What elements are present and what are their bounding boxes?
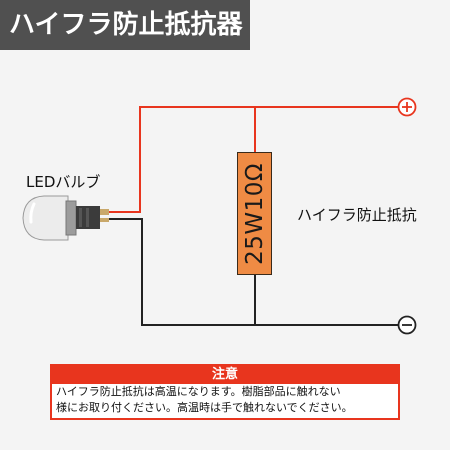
resistor: 25W10Ω (237, 152, 272, 275)
resistor-label: ハイフラ防止抵抗 (297, 206, 417, 224)
caution-line-1: ハイフラ防止抵抗は高温になります。樹脂部品に触れない (56, 385, 341, 398)
led-bulb-icon (22, 195, 109, 241)
negative-terminal-icon (397, 315, 417, 335)
page-title: ハイフラ防止抵抗器 (0, 0, 250, 50)
led-bulb-label: LEDバルブ (26, 173, 101, 191)
resistor-value: 25W10Ω (241, 162, 268, 265)
caution-header: 注意 (52, 366, 398, 384)
caution-box: 注意 ハイフラ防止抵抗は高温になります。樹脂部品に触れない 様にお取り付ください… (50, 364, 400, 420)
negative-wire (108, 218, 398, 326)
caution-line-2: 様にお取り付ください。高温時は手で触れないでください。 (56, 401, 353, 414)
positive-wire (108, 106, 399, 213)
positive-terminal-icon (397, 97, 417, 117)
